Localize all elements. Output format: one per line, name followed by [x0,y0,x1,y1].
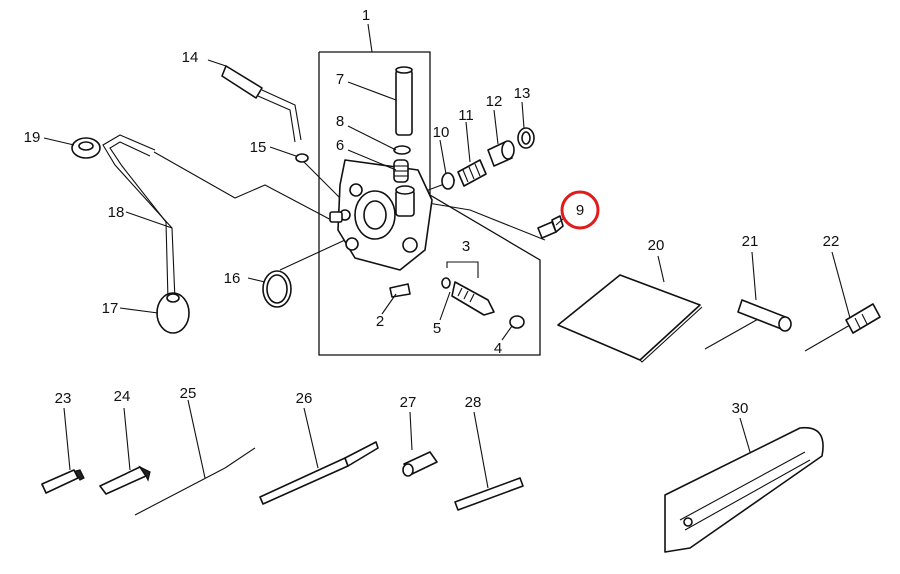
oil-pump-assembly-frame [318,51,541,356]
label-part-24: 24 [114,388,131,405]
label-part-9: 9 [576,202,584,219]
leader-lines [43,23,851,489]
label-part-1: 1 [362,7,370,24]
part-2-clip [389,283,411,298]
part-27-file-handle [402,451,438,477]
label-part-16: 16 [224,270,241,287]
label-part-12: 12 [486,93,503,110]
label-part-15: 15 [250,139,267,156]
label-part-11: 11 [458,107,474,124]
label-part-28: 28 [465,394,482,411]
label-part-7: 7 [336,71,344,88]
part-4-cap [509,315,525,329]
label-part-2: 2 [376,313,384,330]
part-24-hex-key [99,465,151,495]
part-15-nut [295,153,309,163]
part-28-depth-gauge [454,477,524,511]
part-6-spring [393,159,409,183]
part-7-shaft [395,66,413,136]
part-21-t-wrench [704,299,792,350]
label-part-17: 17 [102,300,119,317]
oil-pump-body [329,159,433,271]
part-26-flat-file [259,441,379,505]
label-part-25: 25 [180,385,197,402]
part-19-grommet [71,137,101,159]
label-part-8: 8 [336,113,344,130]
part-20-manual [557,274,703,363]
label-part-20: 20 [648,237,665,254]
label-part-30: 30 [732,400,749,417]
label-part-26: 26 [296,390,313,407]
highlight-circle-part-9 [560,190,600,230]
part-23-hex-key [41,469,85,494]
part-13-ring [517,127,535,149]
label-part-22: 22 [823,233,840,250]
label-part-13: 13 [514,85,531,102]
label-part-21: 21 [742,233,759,250]
label-part-19: 19 [24,129,41,146]
label-part-14: 14 [182,49,199,66]
part-17-filter [156,292,190,334]
part-22-screwdriver [804,303,881,352]
part-8-washer [393,145,411,155]
part-12-plug [487,140,515,167]
label-part-4: 4 [494,340,502,357]
label-part-5: 5 [433,320,441,337]
label-part-3: 3 [462,238,470,255]
part-16-o-ring [262,270,292,308]
part-9-screw [537,215,564,239]
label-part-27: 27 [400,394,417,411]
part-14-hose [221,65,302,143]
part-10-ring [441,172,455,190]
label-part-18: 18 [108,204,125,221]
part-30-guide-bar-cover [664,426,824,553]
part-11-spring [457,159,487,187]
part-18-oil-hose [102,134,176,301]
label-part-10: 10 [433,124,450,141]
part-3-adjust-screw [441,261,495,316]
label-part-6: 6 [336,137,344,154]
label-part-23: 23 [55,390,72,407]
part-25-round-file [134,447,256,516]
part-number-labels: 1 2 3 4 5 6 7 8 9 10 11 12 13 14 15 16 1… [24,7,840,417]
